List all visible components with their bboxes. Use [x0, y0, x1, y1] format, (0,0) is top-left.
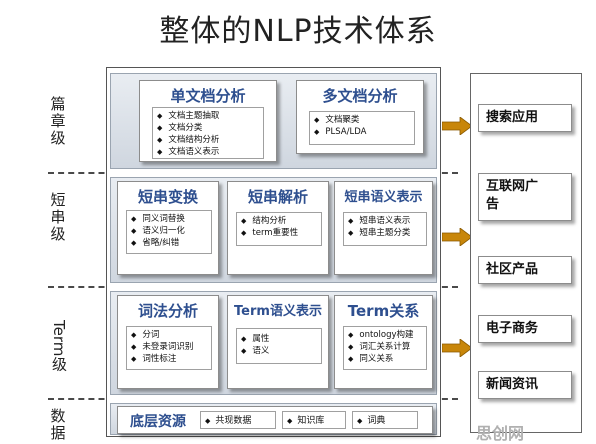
- doc-box-single-title: 单文档分析: [170, 87, 246, 105]
- doc-box-multi-list: 文档聚类 PLSA/LDA: [309, 111, 415, 145]
- list-item: 词性标注: [131, 353, 211, 365]
- list-item: 文档主题抽取: [157, 110, 263, 122]
- doc-box-single-list: 文档主题抽取 文档分类 文档结构分析 文档语义表示: [152, 107, 264, 159]
- doc-box-multi-title: 多文档分析: [322, 87, 398, 105]
- app-community: 社区产品: [478, 256, 572, 284]
- app-ecommerce: 电子商务: [478, 315, 572, 343]
- string-box-transform: 短串变换 同义词替换 语义归一化 省略/纠错: [117, 181, 219, 275]
- string-box-parse-list: 结构分析 term重要性: [236, 212, 322, 246]
- term-box-relation-list: ontology构建 词汇关系计算 同义关系: [343, 326, 427, 370]
- term-box-lexical-list: 分词 未登录词识别 词性标注: [126, 326, 212, 370]
- list-item: 文档分类: [157, 122, 263, 134]
- term-box-relation: Term关系 ontology构建 词汇关系计算 同义关系: [334, 295, 433, 389]
- arrow-right-icon: [442, 228, 472, 246]
- list-item: 同义词替换: [131, 213, 211, 225]
- level-label-term: Term级: [50, 320, 68, 372]
- app-internet-ads: 互联网广告: [478, 173, 572, 221]
- list-item: 分词: [131, 329, 211, 341]
- doc-box-multi: 多文档分析 文档聚类 PLSA/LDA: [296, 80, 424, 154]
- bottom-item-box: 共现数据: [200, 411, 276, 429]
- list-item: 短串语义表示: [348, 215, 426, 227]
- app-news: 新闻资讯: [478, 371, 572, 399]
- list-item: 属性: [241, 333, 321, 345]
- bottom-item-box: 知识库: [282, 411, 346, 429]
- doc-box-single: 单文档分析 文档主题抽取 文档分类 文档结构分析 文档语义表示: [139, 80, 277, 162]
- app-search: 搜索应用: [478, 104, 572, 132]
- watermark: 思创网: [476, 424, 525, 443]
- bottom-item: 词典: [357, 413, 385, 426]
- page-title: 整体的NLP技术体系: [159, 14, 437, 49]
- list-item: PLSA/LDA: [314, 126, 414, 138]
- list-item: 词汇关系计算: [348, 341, 426, 353]
- string-box-semantic: 短串语义表示 短串语义表示 短串主题分类: [334, 181, 433, 275]
- bottom-resources-box: 底层资源 共现数据 知识库 词典: [117, 406, 433, 434]
- term-box-semantic-list: 属性 语义: [236, 328, 322, 364]
- list-item: 省略/纠错: [131, 237, 211, 249]
- list-item: 结构分析: [241, 215, 321, 227]
- list-item: 文档结构分析: [157, 134, 263, 146]
- bottom-item: 共现数据: [205, 413, 251, 426]
- list-item: term重要性: [241, 227, 321, 239]
- term-box-lexical-title: 词法分析: [137, 302, 198, 320]
- list-item: 未登录词识别: [131, 341, 211, 353]
- string-box-transform-title: 短串变换: [137, 188, 198, 206]
- level-label-data: 数据: [50, 407, 66, 442]
- list-item: 同义关系: [348, 353, 426, 365]
- term-box-semantic-title: Term语义表示: [234, 304, 322, 319]
- list-item: 语义: [241, 345, 321, 357]
- term-box-relation-title: Term关系: [347, 302, 420, 320]
- string-box-parse: 短串解析 结构分析 term重要性: [227, 181, 329, 275]
- string-box-transform-list: 同义词替换 语义归一化 省略/纠错: [126, 210, 212, 254]
- string-box-semantic-title: 短串语义表示: [344, 190, 423, 205]
- arrow-right-icon: [442, 117, 472, 135]
- list-item: 语义归一化: [131, 225, 211, 237]
- list-item: ontology构建: [348, 329, 426, 341]
- list-item: 文档语义表示: [157, 146, 263, 158]
- level-label-string: 短串级: [50, 191, 66, 243]
- list-item: 短串主题分类: [348, 227, 426, 239]
- term-box-lexical: 词法分析 分词 未登录词识别 词性标注: [117, 295, 219, 389]
- list-item: 文档聚类: [314, 114, 414, 126]
- string-box-parse-title: 短串解析: [247, 188, 308, 206]
- arrow-right-icon: [442, 339, 472, 357]
- bottom-item: 知识库: [287, 413, 324, 426]
- bottom-item-box: 词典: [352, 411, 418, 429]
- level-label-doc: 篇章级: [50, 95, 66, 147]
- term-box-semantic: Term语义表示 属性 语义: [227, 295, 329, 389]
- bottom-resources-title: 底层资源: [130, 414, 186, 430]
- string-box-semantic-list: 短串语义表示 短串主题分类: [343, 212, 427, 246]
